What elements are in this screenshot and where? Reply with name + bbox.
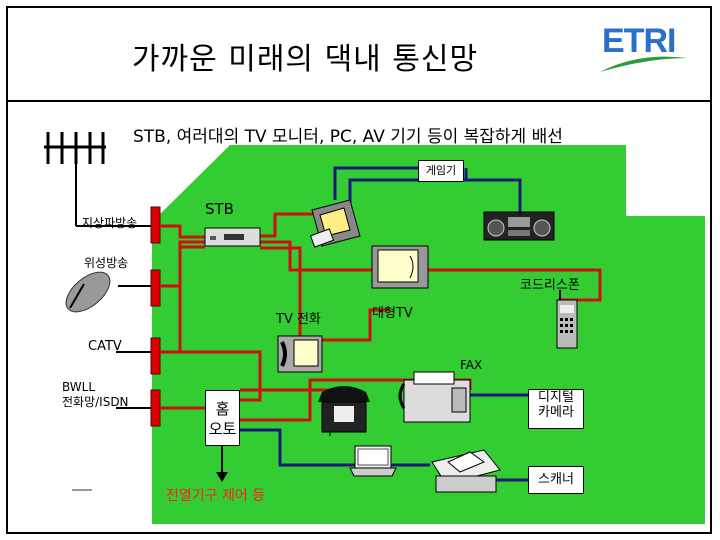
- house-shape: [152, 145, 705, 524]
- fax-icon: [398, 371, 471, 423]
- cordless-label: 코드리스폰: [520, 278, 580, 293]
- stb-icon: [204, 227, 261, 247]
- tv-phone-label: TV 전화: [276, 312, 321, 327]
- satellite-label: 위성방송: [84, 256, 129, 270]
- telephone-icon: [318, 386, 370, 436]
- laptop-icon: [349, 445, 397, 477]
- game-console-icon: [309, 199, 361, 248]
- large-tv-label: 대형TV: [372, 306, 413, 321]
- slide-frame: [6, 6, 712, 534]
- boombox-icon: [483, 211, 555, 241]
- navy-wiring: [240, 166, 528, 482]
- tv-phone-icon: [277, 335, 323, 373]
- tv-icon: [371, 245, 429, 289]
- satellite-dish-icon: [65, 271, 152, 313]
- subtitle: STB, 여러대의 TV 모니터, PC, AV 기기 등이 복잡하게 배선: [133, 127, 563, 147]
- antenna-icon: [44, 132, 152, 227]
- game-label: 게임기: [418, 160, 464, 182]
- scanner-label: 스캐너: [528, 466, 584, 494]
- page-title: 가까운 미래의 댁내 통신망: [131, 42, 479, 77]
- catv-label: CATV: [88, 339, 122, 354]
- etri-logo: ETRI: [598, 22, 690, 74]
- wall-jack-bwll: [150, 389, 161, 427]
- cordless-phone-icon: [556, 290, 578, 349]
- wall-jack-catv: [150, 337, 161, 375]
- title-divider: [6, 100, 712, 102]
- digital-camera-label: 디지털 카메라: [528, 389, 584, 429]
- printer-scanner-icon: [431, 449, 501, 493]
- home-auto-label: 홈 오토: [205, 390, 240, 446]
- logo-swoosh-icon: [600, 56, 688, 72]
- wall-jack-terrestrial: [150, 206, 161, 244]
- bwll-label: BWLL 전화망/ISDN: [62, 380, 129, 409]
- wall-jack-satellite: [150, 269, 161, 307]
- appliance-control-label: 전열기구 제어 등: [166, 488, 266, 504]
- stb-label: STB: [205, 200, 234, 218]
- fax-label: FAX: [460, 358, 483, 372]
- etri-logo-text: ETRI: [602, 22, 676, 60]
- terrestrial-label: 지상파방송: [82, 216, 138, 230]
